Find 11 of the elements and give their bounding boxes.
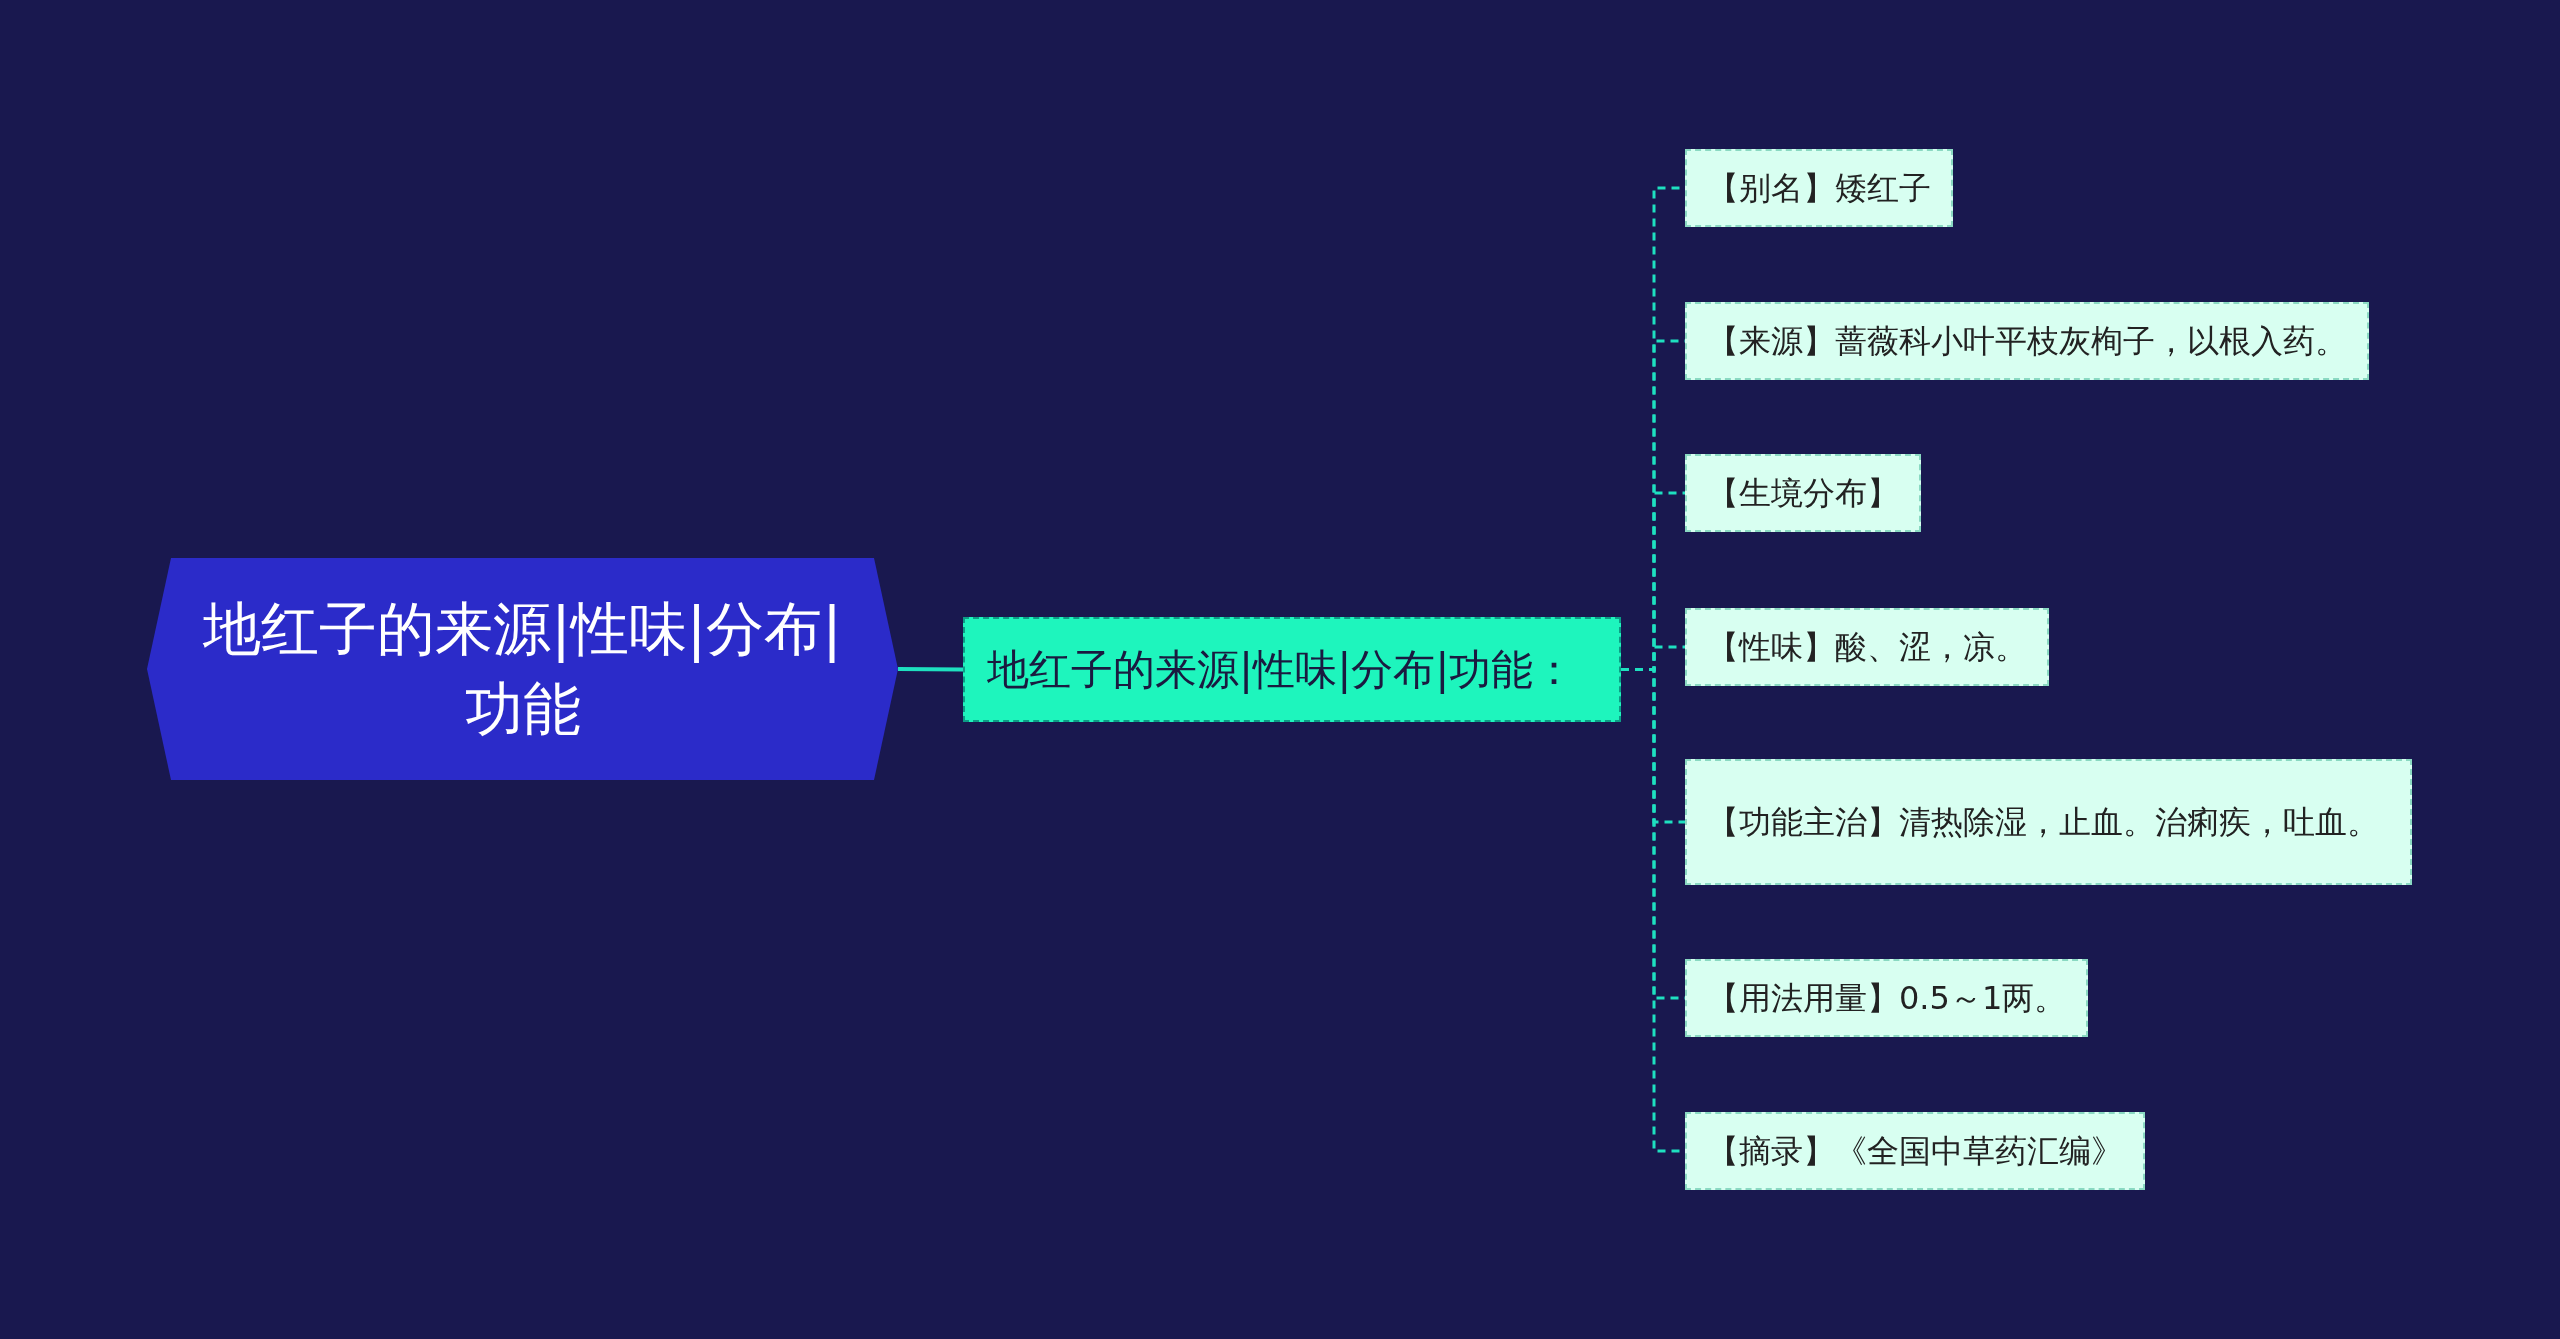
- topic-text: 地红子的来源|性味|分布|功能: [202, 594, 843, 745]
- leaf-box: 【性味】酸、涩，凉。: [1685, 608, 2049, 686]
- leaf-box: 【来源】蔷薇科小叶平枝灰栒子，以根入药。: [1685, 302, 2369, 380]
- connector-line: [898, 667, 963, 672]
- leaf-box: 【功能主治】清热除湿，止血。治痢疾，吐血。: [1685, 759, 2412, 885]
- branch-box: 地红子的来源|性味|分布|功能：: [963, 617, 1621, 722]
- topic-hexagon: [147, 558, 898, 780]
- leaf-box: 【生境分布】: [1685, 454, 1921, 532]
- leaf-box: 【用法用量】0.5～1两。: [1685, 959, 2089, 1037]
- leaf-box: 【摘录】《全国中草药汇编》: [1685, 1112, 2145, 1190]
- leaf-box: 【别名】矮红子: [1685, 149, 1953, 227]
